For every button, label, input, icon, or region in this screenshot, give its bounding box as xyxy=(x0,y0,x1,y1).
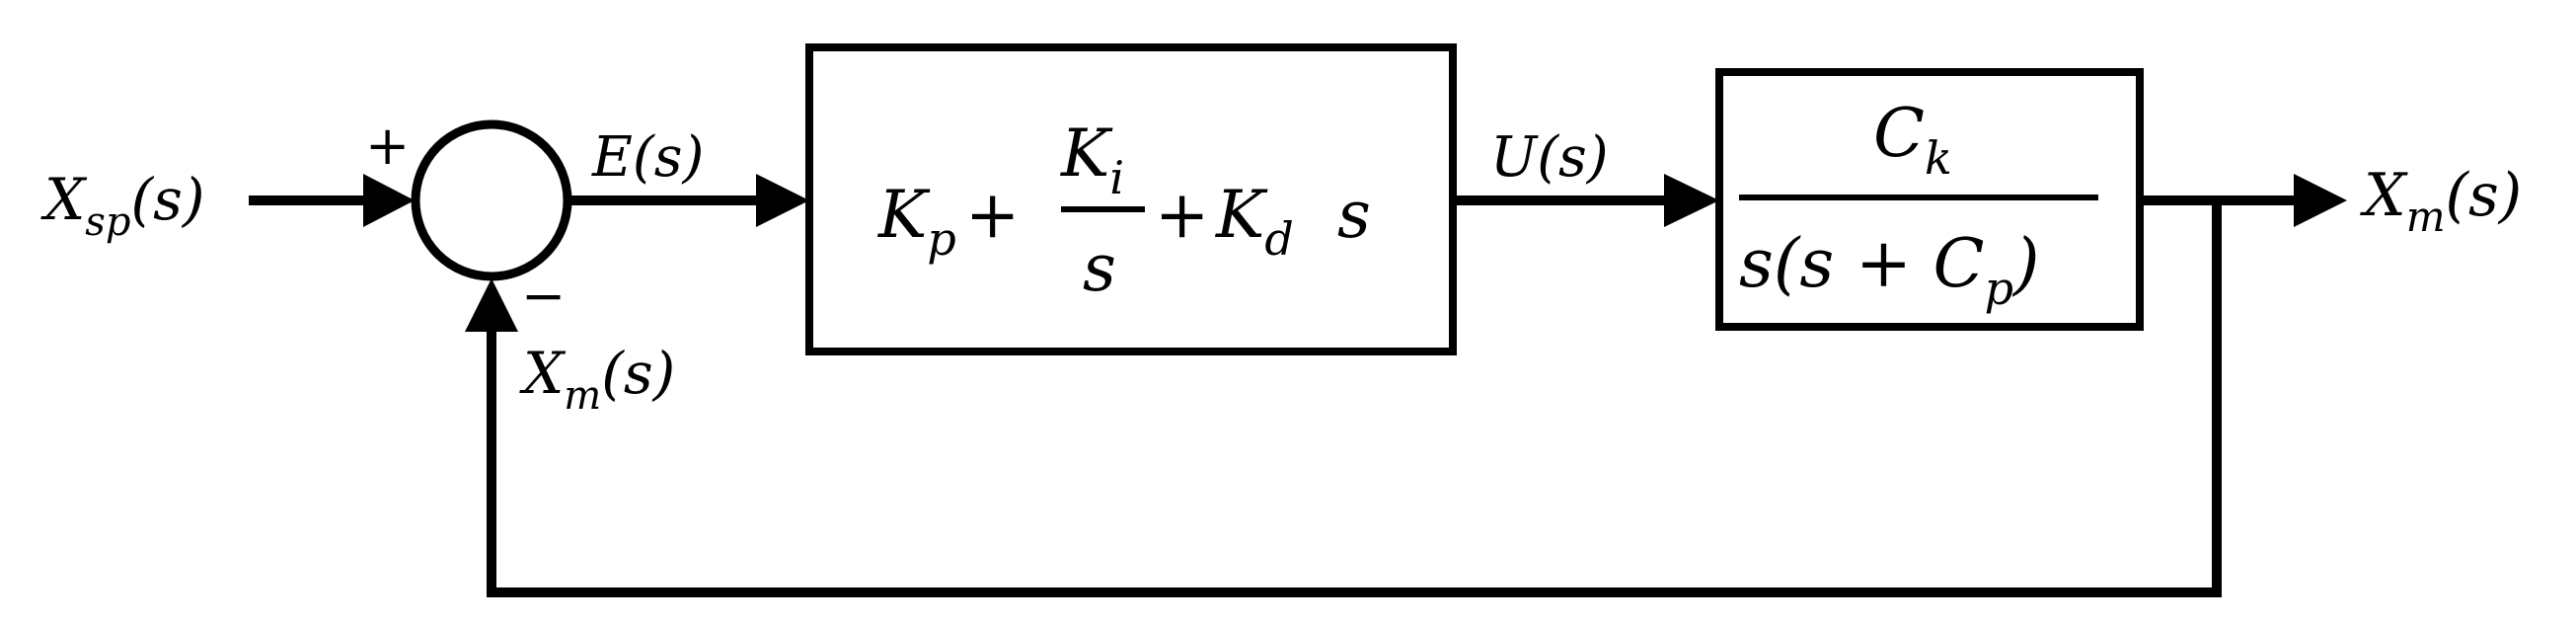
summing-junction xyxy=(411,119,572,281)
minus-sign: − xyxy=(521,265,566,327)
feedback-symbol: X xyxy=(519,340,567,407)
input-symbol: X xyxy=(40,166,88,233)
controller-transfer-function: Kp + Ki s + Kd s xyxy=(877,116,1371,306)
error-signal-label: E(s) xyxy=(591,125,704,190)
feedback-subscript: m xyxy=(564,373,601,419)
input-argument: (s) xyxy=(130,166,204,233)
output-arrowhead xyxy=(2294,174,2347,227)
controller-term-proportional: Kp xyxy=(877,177,956,266)
feedback-label: Xm(s) xyxy=(519,340,675,419)
kd-symbol: K xyxy=(1215,177,1268,253)
controller-block xyxy=(805,43,1457,355)
controller-plus-1: + xyxy=(965,177,1020,253)
kp-symbol: K xyxy=(877,177,931,253)
input-label: Xsp(s) xyxy=(40,166,204,245)
error-arrowhead xyxy=(756,174,809,227)
kd-subscript: d xyxy=(1264,212,1293,266)
plant-denominator: s(s + Cp) xyxy=(1739,225,2040,315)
ki-numerator: Ki xyxy=(1060,116,1124,204)
output-argument: (s) xyxy=(2446,161,2523,230)
feedback-arrowhead xyxy=(465,278,518,332)
output-label: Xm(s) xyxy=(2360,161,2522,241)
cp-subscript: p xyxy=(1985,262,2013,315)
feedback-argument: (s) xyxy=(601,340,675,407)
ki-symbol: K xyxy=(1060,116,1113,192)
kd-variable: s xyxy=(1337,177,1371,253)
input-subscript: sp xyxy=(85,199,130,245)
ki-denominator: s xyxy=(1083,230,1116,306)
controller-term-derivative: Kd xyxy=(1215,177,1294,266)
plant-denominator-suffix: ) xyxy=(2011,225,2040,303)
kp-subscript: p xyxy=(927,212,955,266)
ck-subscript: k xyxy=(1925,131,1952,185)
input-arrowhead xyxy=(363,174,415,227)
control-signal-label: U(s) xyxy=(1490,125,1609,190)
plant-numerator: Ck xyxy=(1873,95,1952,185)
plus-sign: + xyxy=(365,115,410,177)
ki-subscript: i xyxy=(1109,151,1124,204)
control-arrowhead xyxy=(1664,174,1719,227)
feedback-path xyxy=(487,200,2222,597)
plant-transfer-function: Ck s(s + Cp) xyxy=(1739,95,2098,315)
ck-symbol: C xyxy=(1873,95,1925,173)
controller-plus-2: + xyxy=(1155,177,1209,253)
output-subscript: m xyxy=(2406,193,2446,241)
plant-denominator-prefix: s(s + C xyxy=(1739,225,1985,303)
output-symbol: X xyxy=(2360,161,2408,230)
